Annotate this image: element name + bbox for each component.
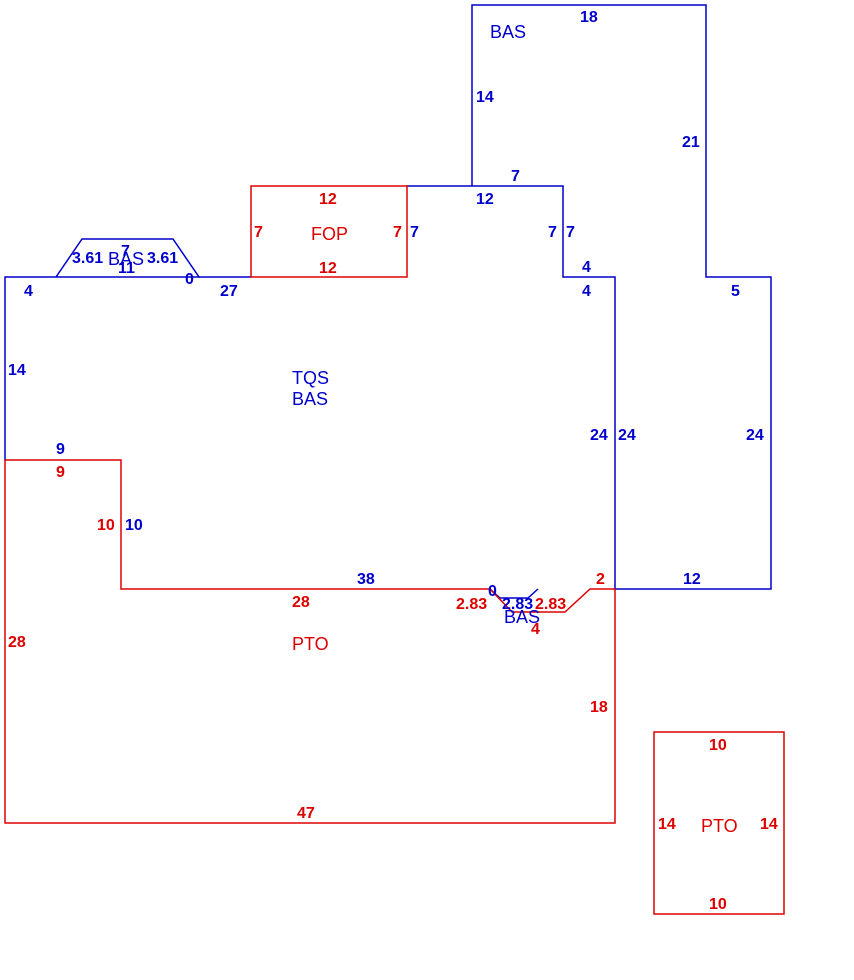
dim-label: 14 (658, 816, 676, 833)
dim-label: 4 (24, 283, 33, 300)
dim-label: 28 (8, 634, 26, 651)
dim-label: 5 (731, 283, 740, 300)
dim-label: 2.83 (535, 596, 566, 613)
dim-label: 2 (596, 571, 605, 588)
left-bay-outline (55, 238, 201, 278)
upper-right-outline (407, 4, 772, 590)
main-left-outline (4, 276, 56, 460)
dim-label: 18 (590, 699, 608, 716)
dim-label: 12 (683, 571, 701, 588)
dim-label: 14 (8, 362, 26, 379)
dim-label: 7 (121, 243, 130, 260)
dim-label: 24 (746, 427, 764, 444)
dim-label: 12 (476, 191, 494, 208)
dim-label: 47 (297, 805, 315, 822)
dim-label: 0 (185, 271, 194, 288)
area-label-bas-bay-left: BAS (108, 249, 144, 269)
dim-label: 11 (118, 260, 135, 277)
dim-label: 3.61 (147, 250, 178, 267)
area-label-bas-upper: BAS (490, 22, 526, 42)
dim-label: 7 (393, 224, 402, 241)
dim-label: 24 (618, 427, 636, 444)
dim-label: 0 (488, 583, 497, 600)
dim-label: 28 (292, 594, 310, 611)
dim-label: 14 (476, 89, 494, 106)
dim-label: 4 (582, 259, 591, 276)
area-label-bas-main: BAS (292, 389, 328, 409)
dim-label: 2.83 (456, 596, 487, 613)
dim-label: 38 (357, 571, 375, 588)
area-label-tqs: TQS (292, 368, 329, 388)
dim-label: 24 (590, 427, 608, 444)
dim-label: 27 (220, 283, 238, 300)
pto-large-outline (4, 459, 616, 824)
dim-label: 18 (580, 9, 598, 26)
dim-label: 4 (582, 283, 591, 300)
fop-outline (250, 185, 408, 278)
dim-label: 7 (566, 224, 575, 241)
area-label-pto-small: PTO (701, 816, 738, 836)
dim-label: 4 (531, 621, 540, 638)
dim-label: 7 (511, 168, 520, 185)
dim-label: 9 (56, 464, 65, 481)
dim-label: 10 (709, 737, 727, 754)
dim-label: 2.83 (502, 596, 533, 613)
dim-label: 10 (709, 896, 727, 913)
pto-small-outline (653, 731, 785, 915)
dim-label: 7 (254, 224, 263, 241)
dim-label: 10 (97, 517, 115, 534)
dim-label: 9 (56, 441, 65, 458)
dim-label: 10 (125, 517, 143, 534)
dim-label: 7 (548, 224, 557, 241)
area-label-fop: FOP (311, 224, 348, 244)
dim-label: 12 (319, 260, 337, 277)
area-label-bas-bay-bottom: BAS (504, 607, 540, 627)
dim-label: 12 (319, 191, 337, 208)
area-label-pto-large: PTO (292, 634, 329, 654)
dim-label: 7 (410, 224, 419, 241)
dim-label: 14 (760, 816, 778, 833)
dim-label: 21 (682, 134, 700, 151)
dim-label: 3.61 (72, 250, 103, 267)
